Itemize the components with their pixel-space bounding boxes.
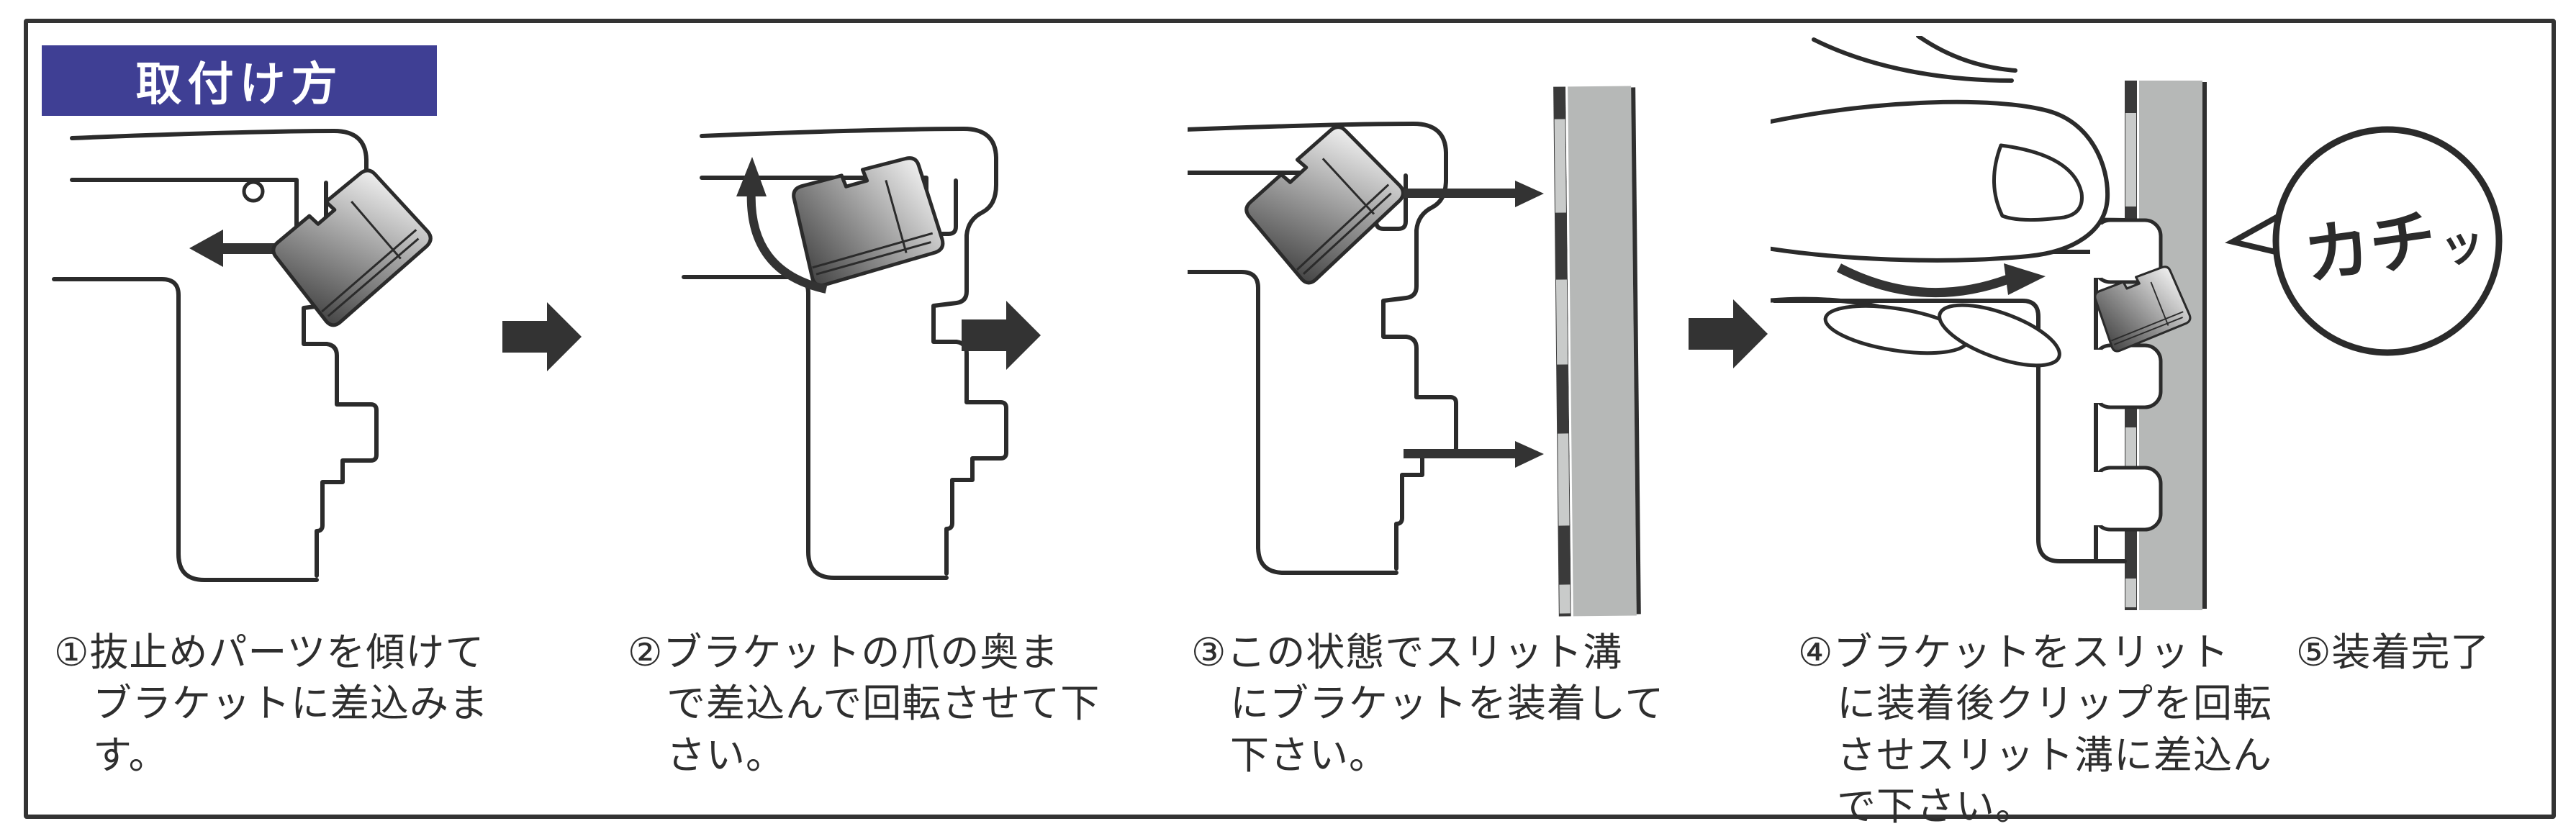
clip-part	[790, 155, 946, 287]
step-next-arrow-icon	[1689, 299, 1768, 368]
step-next-arrow-icon	[502, 302, 582, 371]
step2-caption: ②ブラケットの爪の奥ま で差込んで回転させて下 さい。	[628, 631, 1101, 777]
clip-part	[1235, 116, 1416, 290]
click-sound-text: カチ ッ	[2300, 196, 2488, 294]
hand-illustration	[1771, 36, 2110, 368]
bracket-hooks	[2090, 218, 2163, 532]
insert-arrow-icon	[1404, 181, 1544, 468]
step4-diagram	[1771, 36, 2207, 610]
slit-rail	[1553, 86, 1641, 617]
title-banner: 取付け方	[42, 45, 437, 116]
step5-caption: ⑤装着完了	[2296, 631, 2490, 674]
bracket-outline	[1772, 217, 2127, 563]
step3-caption: ③この状態でスリット溝 にブラケットを装着して 下さい。	[1191, 631, 1665, 777]
mount-hole	[242, 180, 265, 203]
clip-part	[263, 160, 443, 332]
step1-diagram	[43, 122, 533, 626]
step1-caption: ①抜止めパーツを傾けて ブラケットに差込みま す。	[54, 631, 489, 777]
page-title: 取付け方	[135, 58, 343, 110]
step-next-arrow-icon	[962, 301, 1041, 370]
rotate-cw-arrow-icon	[1836, 263, 2046, 298]
step2-diagram	[633, 122, 1080, 626]
step3-diagram	[1188, 86, 1641, 617]
step5-diagram: カチ ッ	[2225, 126, 2503, 356]
rotate-ccw-arrow-icon	[736, 157, 828, 294]
speech-bubble: カチ ッ	[2225, 126, 2503, 356]
step4-caption: ④ブラケットをスリット に装着後クリップを回転 させスリット溝に差込ん で下さい…	[1798, 631, 2272, 828]
